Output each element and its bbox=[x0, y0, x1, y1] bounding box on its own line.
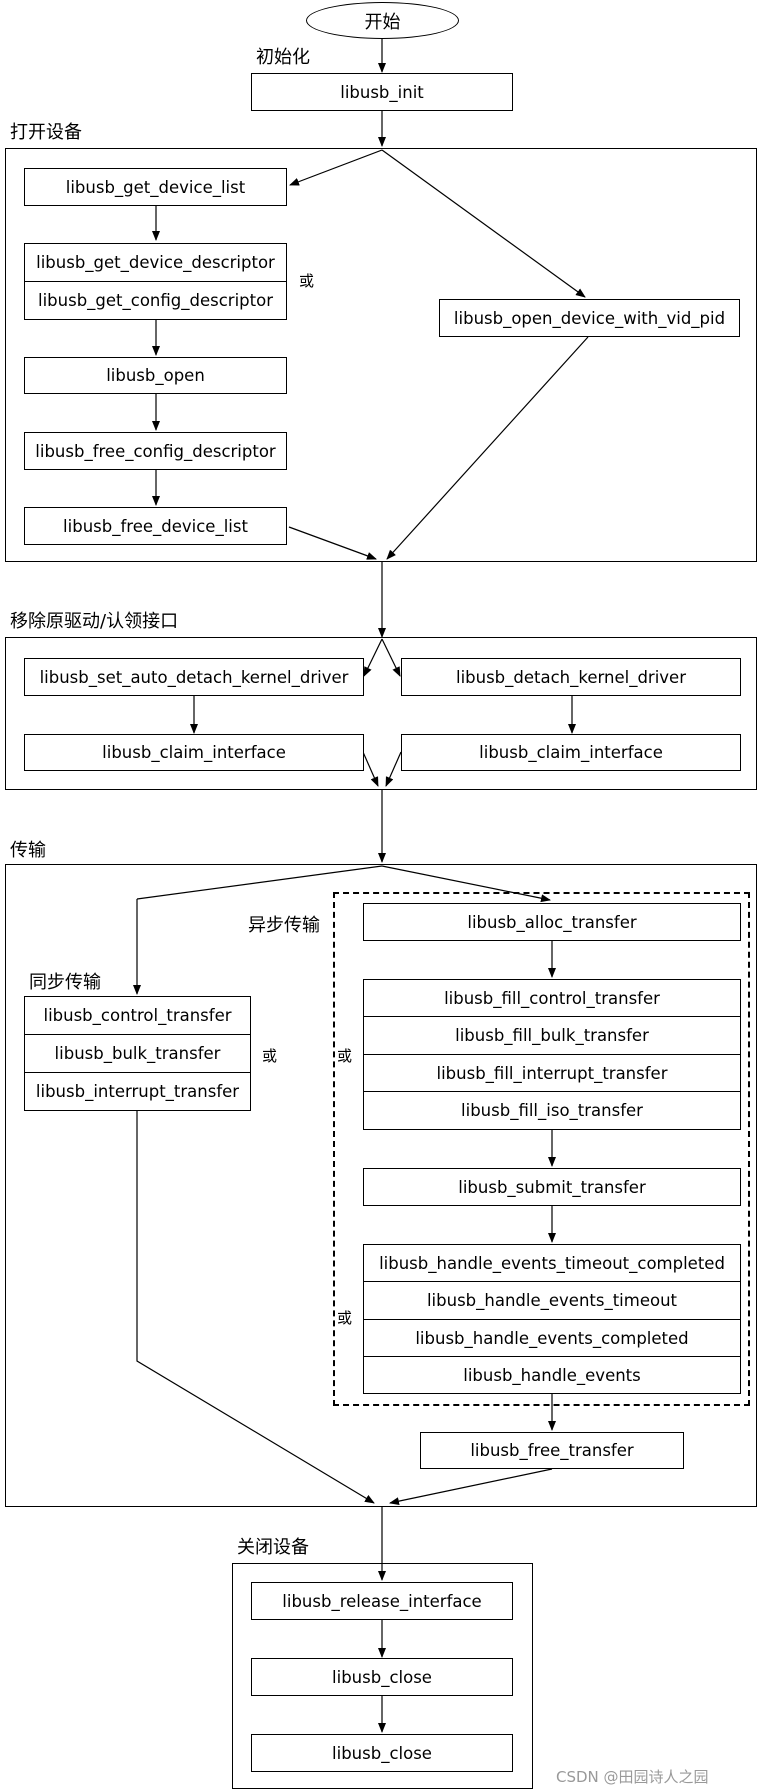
or-label-sync: 或 bbox=[262, 1047, 278, 1065]
section-label-init: 初始化 bbox=[256, 47, 310, 68]
node-handle-events: libusb_handle_events bbox=[363, 1356, 741, 1394]
section-label-detach: 移除原驱动/认领接口 bbox=[10, 611, 179, 632]
or-label-descriptor: 或 bbox=[299, 272, 315, 290]
node-get-device-descriptor: libusb_get_device_descriptor bbox=[24, 243, 287, 282]
node-libusb-open: libusb_open bbox=[24, 357, 287, 394]
edge-transfer-sync bbox=[136, 865, 383, 900]
edge-split-left bbox=[363, 638, 383, 677]
node-set-auto-detach-kernel-driver: libusb_set_auto_detach_kernel_driver bbox=[24, 658, 364, 696]
edge-hub-vidpid bbox=[381, 149, 586, 298]
section-label-async: 异步传输 bbox=[248, 915, 320, 936]
node-submit-transfer: libusb_submit_transfer bbox=[363, 1168, 741, 1206]
node-get-device-list: libusb_get_device_list bbox=[24, 168, 287, 206]
transfer-frame bbox=[5, 864, 757, 1507]
node-interrupt-transfer: libusb_interrupt_transfer bbox=[24, 1072, 251, 1111]
edge-split-right bbox=[381, 638, 401, 677]
node-get-config-descriptor: libusb_get_config_descriptor bbox=[24, 281, 287, 320]
section-label-close: 关闭设备 bbox=[237, 1537, 309, 1558]
section-label-open: 打开设备 bbox=[10, 122, 82, 143]
async-transfer-frame bbox=[333, 892, 750, 1406]
node-handle-events-timeout: libusb_handle_events_timeout bbox=[363, 1281, 741, 1320]
or-label-fill: 或 bbox=[337, 1047, 353, 1065]
edge-sync-merge bbox=[136, 1111, 375, 1504]
edge-claimR-merge bbox=[385, 751, 402, 787]
node-free-config-descriptor: libusb_free_config_descriptor bbox=[24, 432, 287, 470]
node-free-transfer: libusb_free_transfer bbox=[420, 1432, 684, 1469]
node-claim-interface-left: libusb_claim_interface bbox=[24, 734, 364, 771]
edge-hub-getlist bbox=[289, 149, 383, 186]
node-fill-control-transfer: libusb_fill_control_transfer bbox=[363, 979, 741, 1017]
edge-transfer-async bbox=[381, 865, 551, 903]
open-device-frame bbox=[5, 148, 757, 562]
node-fill-iso-transfer: libusb_fill_iso_transfer bbox=[363, 1091, 741, 1130]
node-handle-events-completed: libusb_handle_events_completed bbox=[363, 1319, 741, 1357]
node-fill-interrupt-transfer: libusb_fill_interrupt_transfer bbox=[363, 1054, 741, 1092]
node-open-device-with-vid-pid: libusb_open_device_with_vid_pid bbox=[439, 299, 740, 337]
edge-claimL-merge bbox=[362, 751, 379, 787]
node-fill-bulk-transfer: libusb_fill_bulk_transfer bbox=[363, 1016, 741, 1055]
node-free-device-list: libusb_free_device_list bbox=[24, 507, 287, 545]
edge-vidpid-merge bbox=[386, 336, 589, 560]
node-handle-events-timeout-completed: libusb_handle_events_timeout_completed bbox=[363, 1244, 741, 1282]
node-libusb-init: libusb_init bbox=[251, 73, 513, 111]
node-release-interface: libusb_release_interface bbox=[251, 1582, 513, 1620]
node-control-transfer: libusb_control_transfer bbox=[24, 996, 251, 1035]
node-libusb-close-1: libusb_close bbox=[251, 1658, 513, 1696]
edge-free-merge bbox=[389, 1468, 553, 1506]
or-label-handle: 或 bbox=[337, 1309, 353, 1327]
node-claim-interface-right: libusb_claim_interface bbox=[401, 734, 741, 771]
node-bulk-transfer: libusb_bulk_transfer bbox=[24, 1034, 251, 1073]
node-alloc-transfer: libusb_alloc_transfer bbox=[363, 903, 741, 941]
section-label-sync: 同步传输 bbox=[29, 972, 101, 993]
csdn-watermark: CSDN @田园诗人之园 bbox=[556, 1768, 709, 1786]
start-node: 开始 bbox=[306, 2, 459, 39]
node-libusb-close-2: libusb_close bbox=[251, 1734, 513, 1772]
section-label-transfer: 传输 bbox=[10, 840, 46, 861]
node-detach-kernel-driver: libusb_detach_kernel_driver bbox=[401, 658, 741, 696]
edge-freelist-merge bbox=[288, 526, 377, 560]
